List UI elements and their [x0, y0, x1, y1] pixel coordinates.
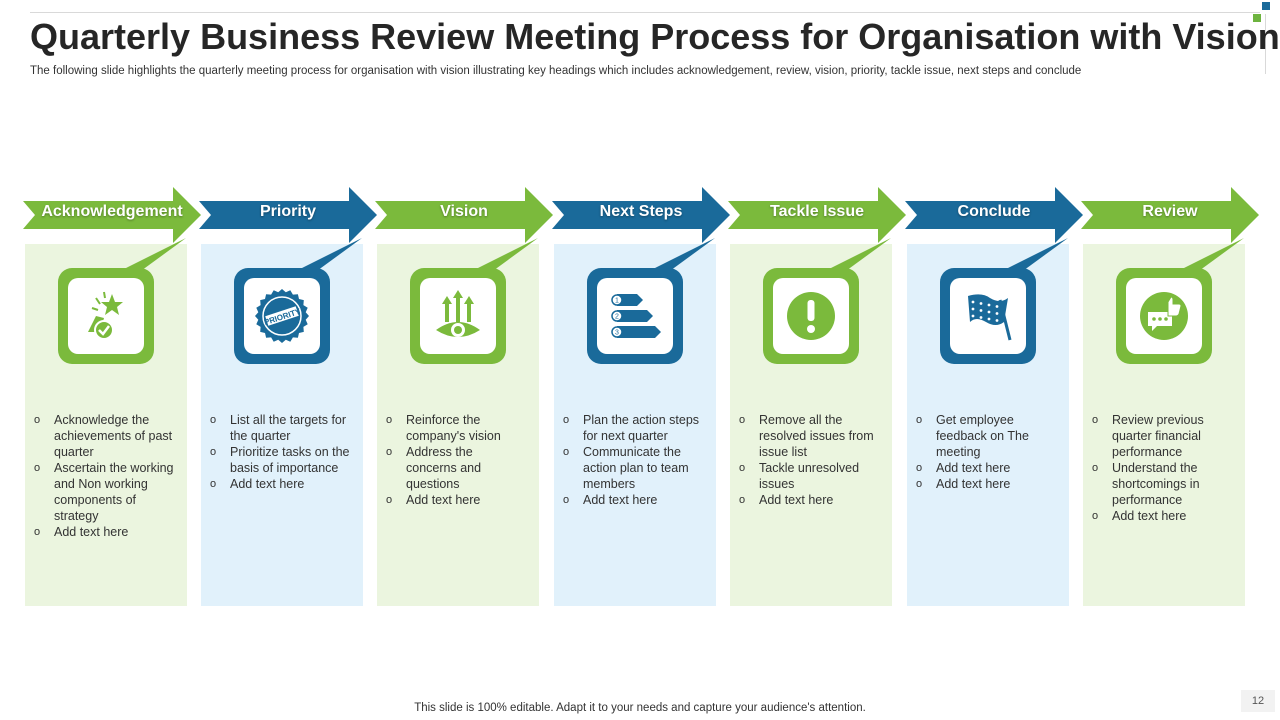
slide-subtitle: The following slide highlights the quart…	[30, 65, 1082, 77]
callout-connector	[815, 238, 891, 276]
step-bullets: Get employee feedback on The meeting Add…	[916, 412, 1056, 492]
step-arrow[interactable]: Acknowledgement	[23, 187, 201, 243]
step-bullets: List all the targets for the quarter Pri…	[210, 412, 350, 492]
step-bullets: Review previous quarter financial perfor…	[1092, 412, 1232, 524]
numbered-steps-icon: 1 2 3	[597, 278, 673, 354]
step-bullets: Acknowledge the achievements of past qua…	[34, 412, 174, 540]
bullet-item: Plan the action steps for next quarter	[563, 412, 703, 444]
bullet-item: Get employee feedback on The meeting	[916, 412, 1056, 460]
achievement-star-icon	[68, 278, 144, 354]
callout-connector	[462, 238, 538, 276]
step-icon-frame	[410, 268, 506, 364]
bullet-item: Add text here	[916, 460, 1056, 476]
vision-eye-arrows-icon	[420, 278, 496, 354]
step-icon-frame: 1 2 3	[587, 268, 683, 364]
step-arrow[interactable]: Vision	[375, 187, 553, 243]
arrow-shape	[1081, 187, 1259, 243]
bullet-item: Ascertain the working and Non working co…	[34, 460, 174, 524]
bullet-item: Remove all the resolved issues from issu…	[739, 412, 879, 460]
top-divider	[30, 12, 1260, 13]
step-bullets: Plan the action steps for next quarter C…	[563, 412, 703, 508]
flag-icon	[950, 278, 1026, 354]
exclamation-icon	[773, 278, 849, 354]
callout-connector	[1168, 238, 1244, 276]
step-label: Acknowledgement	[41, 203, 183, 220]
bullet-item: Add text here	[386, 492, 526, 508]
step-bullets: Remove all the resolved issues from issu…	[739, 412, 879, 508]
arrow-shape	[552, 187, 730, 243]
slide-title: Quarterly Business Review Meeting Proces…	[30, 16, 1280, 57]
side-divider	[1265, 14, 1266, 74]
bullet-item: Add text here	[34, 524, 174, 540]
arrow-shape	[905, 187, 1083, 243]
step-icon-frame: PRIORITY	[234, 268, 330, 364]
corner-accent-blue	[1262, 2, 1270, 10]
callout-connector	[110, 238, 186, 276]
svg-text:2: 2	[615, 314, 619, 321]
step-label: Tackle Issue	[770, 203, 864, 220]
step-bullets: Reinforce the company's vision Address t…	[386, 412, 526, 508]
step-icon-frame	[1116, 268, 1212, 364]
step-label: Priority	[259, 203, 316, 220]
page-number: 12	[1241, 690, 1275, 712]
step-arrow[interactable]: Tackle Issue	[728, 187, 906, 243]
bullet-item: Reinforce the company's vision	[386, 412, 526, 444]
bullet-item: Add text here	[563, 492, 703, 508]
step-arrow[interactable]: Next Steps	[552, 187, 730, 243]
svg-text:3: 3	[615, 330, 619, 337]
step-icon-frame	[763, 268, 859, 364]
feedback-thumbs-up-icon	[1126, 278, 1202, 354]
bullet-item: Communicate the action plan to team memb…	[563, 444, 703, 492]
callout-connector	[639, 238, 715, 276]
step-label: Next Steps	[599, 203, 683, 220]
arrow-shape	[199, 187, 377, 243]
step-icon-frame	[940, 268, 1036, 364]
step-arrow[interactable]: Review	[1081, 187, 1259, 243]
bullet-item: Add text here	[210, 476, 350, 492]
callout-connector	[286, 238, 362, 276]
corner-accent-green	[1253, 14, 1261, 22]
bullet-item: Add text here	[1092, 508, 1232, 524]
bullet-item: Address the concerns and questions	[386, 444, 526, 492]
arrow-shape	[375, 187, 553, 243]
bullet-item: Add text here	[739, 492, 879, 508]
arrow-shape	[728, 187, 906, 243]
bullet-item: Review previous quarter financial perfor…	[1092, 412, 1232, 460]
svg-text:1: 1	[615, 298, 619, 305]
arrow-shape	[23, 187, 201, 243]
footer-note: This slide is 100% editable. Adapt it to…	[414, 702, 866, 714]
step-label: Conclude	[957, 203, 1031, 220]
bullet-item: Prioritize tasks on the basis of importa…	[210, 444, 350, 476]
bullet-item: Add text here	[916, 476, 1056, 492]
step-label: Vision	[440, 203, 488, 220]
bullet-item: List all the targets for the quarter	[210, 412, 350, 444]
step-arrow[interactable]: Conclude	[905, 187, 1083, 243]
bullet-item: Tackle unresolved issues	[739, 460, 879, 492]
step-icon-frame	[58, 268, 154, 364]
step-arrow[interactable]: Priority	[199, 187, 377, 243]
bullet-item: Understand the shortcomings in performan…	[1092, 460, 1232, 508]
step-label: Review	[1142, 203, 1198, 220]
priority-seal-icon: PRIORITY	[244, 278, 320, 354]
callout-connector	[992, 238, 1068, 276]
bullet-item: Acknowledge the achievements of past qua…	[34, 412, 174, 460]
